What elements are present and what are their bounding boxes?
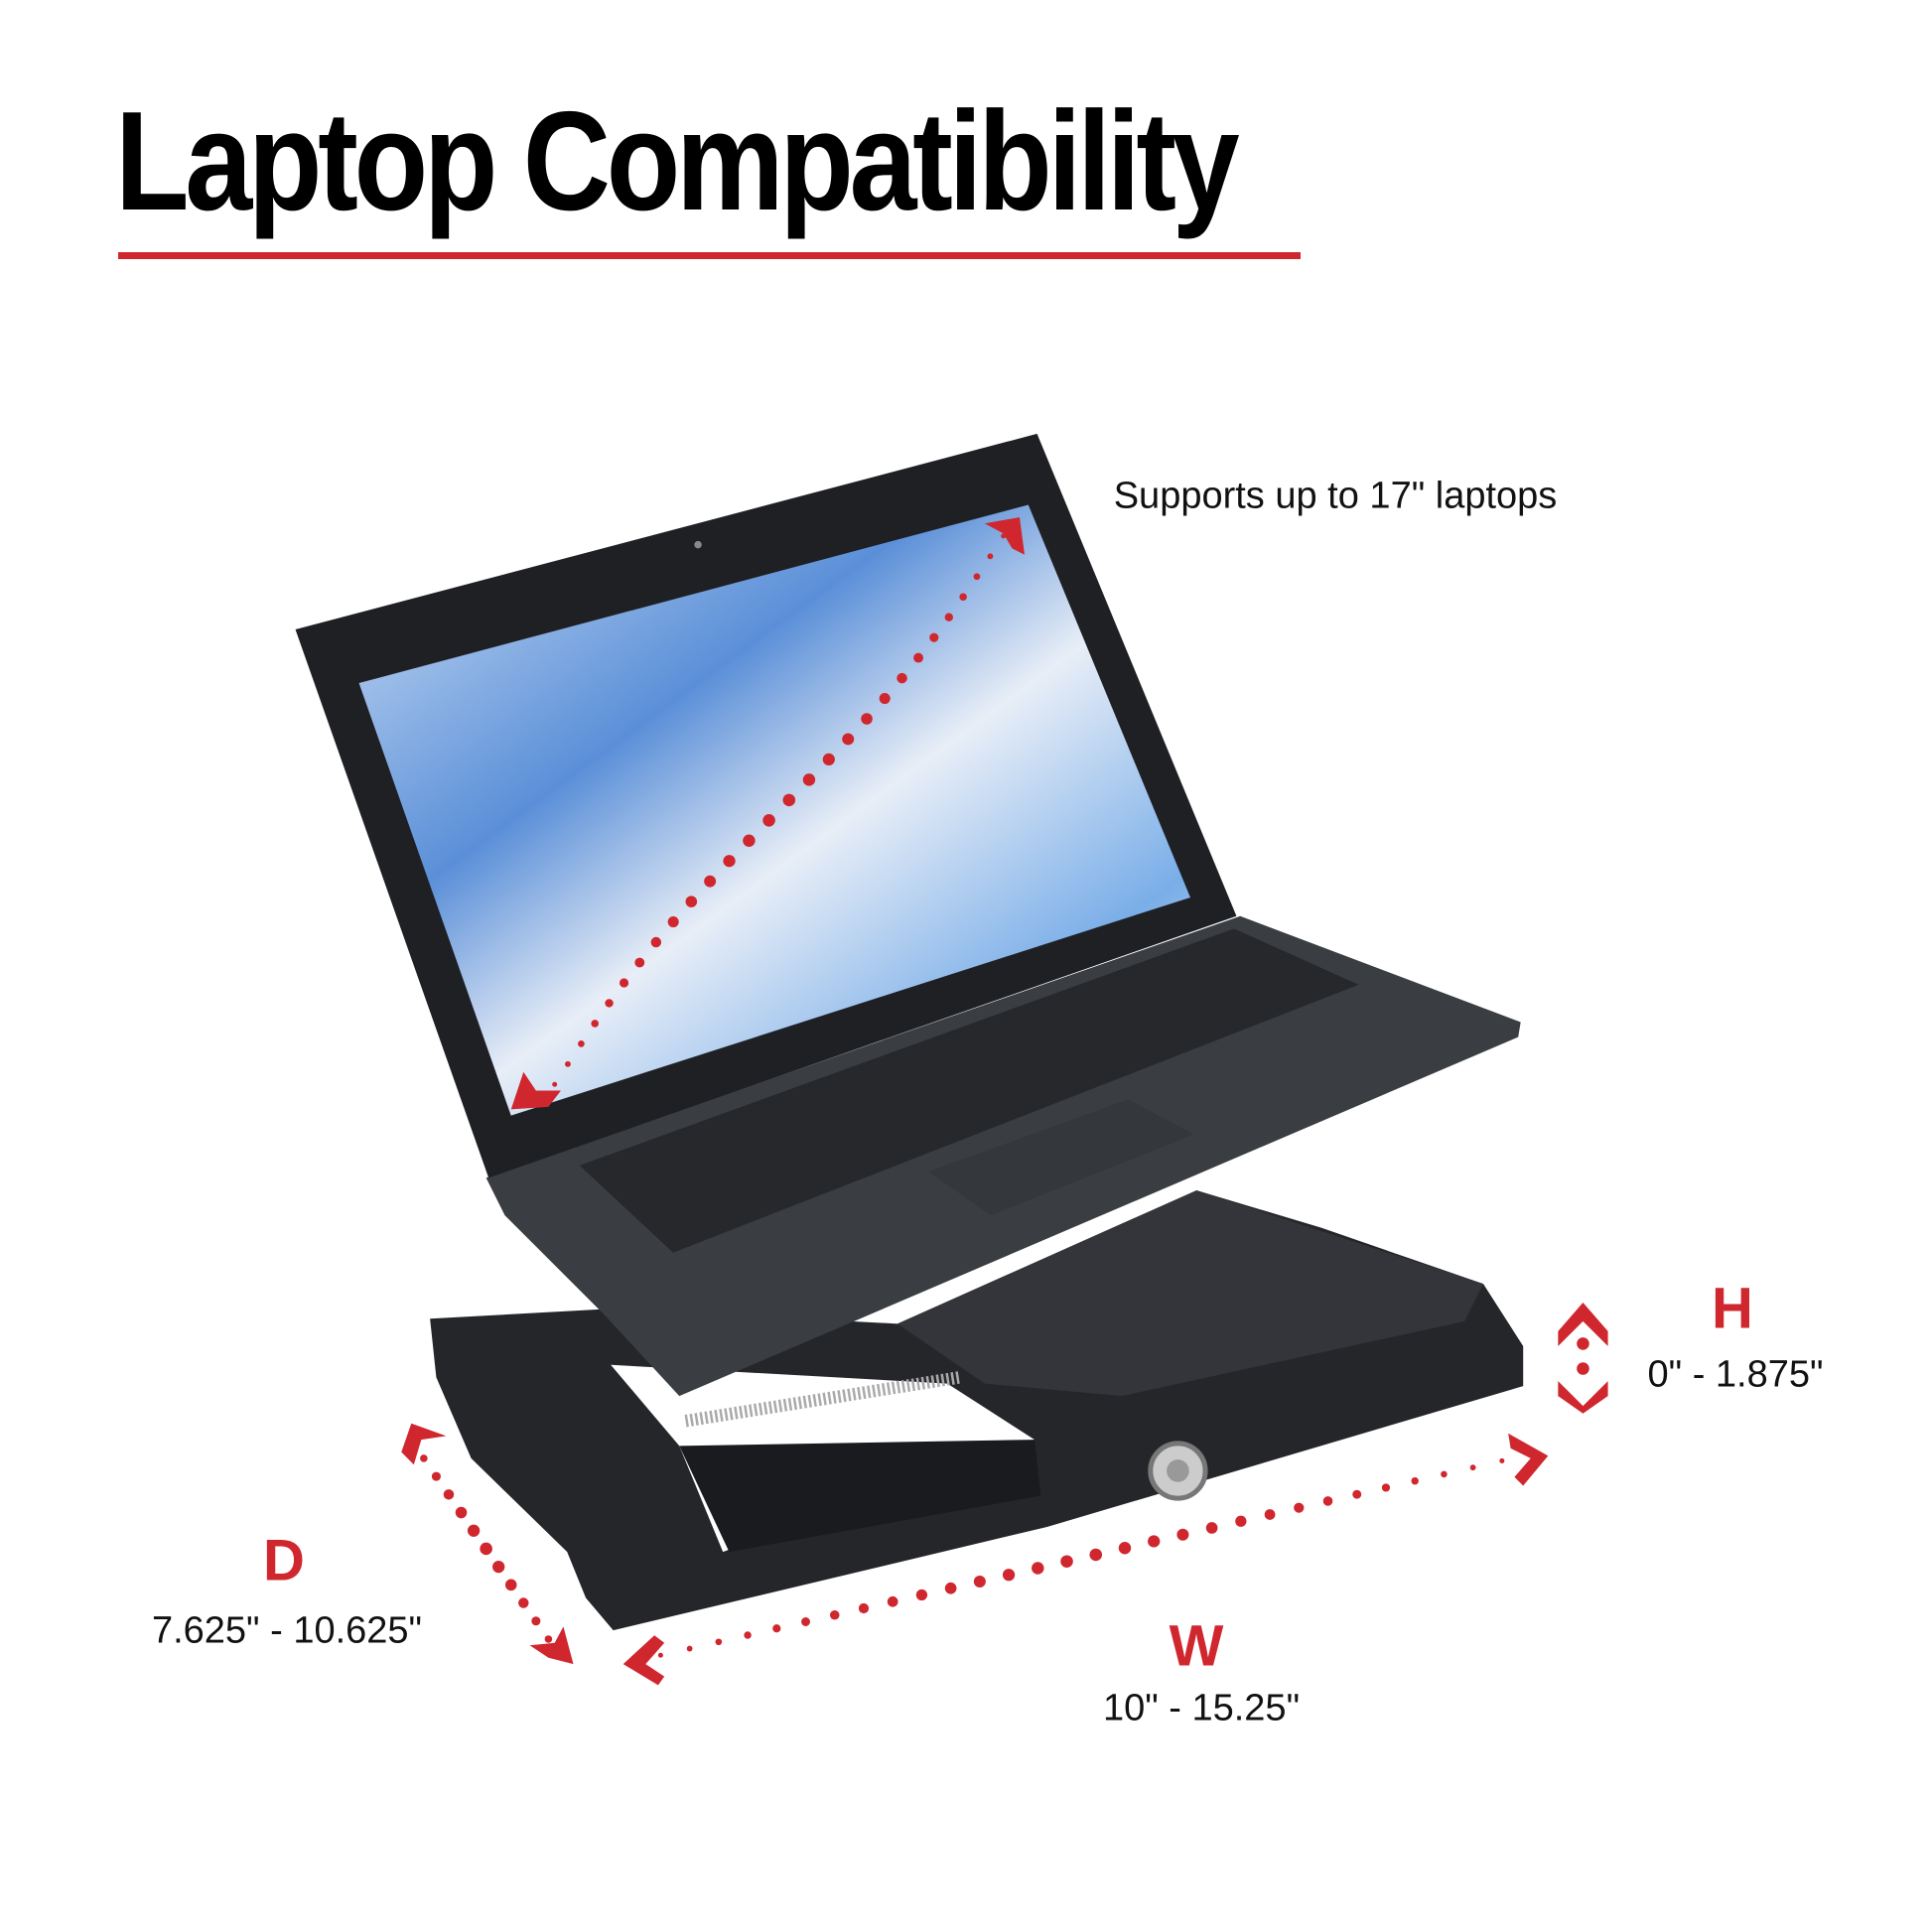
diagonal-dimension-arrow-icon [510,517,1026,1110]
dimension-dot [802,773,816,786]
title-underline [118,252,1301,259]
dimension-dot [1381,1483,1391,1492]
dimension-dot [1499,1457,1505,1463]
width-range: 10" - 15.25" [1102,1687,1301,1729]
dimension-dot [1089,1548,1103,1562]
height-dimension-arrow-icon [1558,1302,1608,1414]
dimension-dot [762,814,775,827]
dimension-dot [578,1039,585,1047]
dimension-dot [1205,1522,1218,1534]
dimension-dot [772,1624,781,1633]
dimension-dot [944,1582,957,1594]
dimension-dot [634,957,645,968]
dimension-dot [605,999,614,1008]
dimension-dot [685,896,698,907]
width-dimension-arrow-icon [622,1433,1549,1686]
dimension-dot [1032,1562,1044,1575]
height-range: 0" - 1.875" [1647,1353,1824,1396]
dimension-dot [544,1635,553,1643]
dimension-dot [1352,1489,1362,1499]
dimension-dot [1176,1528,1189,1541]
dimension-dot [744,1631,752,1639]
dimension-dot [667,916,679,928]
supports-caption: Supports up to 17" laptops [1113,475,1558,517]
dimension-dot [879,693,891,705]
dimension-dot [704,875,717,888]
dimension-dot [504,1579,517,1591]
dimension-dot [467,1524,481,1537]
dimension-dot [650,936,662,948]
depth-dimension-arrow-icon [401,1423,574,1665]
dimension-dot [1411,1476,1419,1485]
dimension-dot [552,1081,558,1087]
dimension-dot [455,1506,468,1519]
dimension-dot [591,1020,600,1028]
dimension-dot [973,1575,986,1588]
dimension-dot [897,672,907,684]
width-label: W [1169,1613,1224,1679]
dimension-dot [480,1542,492,1556]
dimension-dot [443,1489,455,1500]
dimension-dot [715,1638,723,1646]
dimension-dot [987,553,994,560]
dimension-dot [686,1645,693,1652]
laptop [295,433,1521,1397]
laptop-tray [430,1189,1524,1631]
dimension-dot [420,1454,428,1462]
dimension-dot [1441,1470,1448,1478]
dimension-dot [1294,1502,1305,1513]
dimension-dot [1235,1515,1247,1527]
dimension-dot [518,1597,529,1608]
dimension-dot [861,713,873,725]
dimension-dot [822,753,835,766]
page-title: Laptop Compatibility [115,82,1240,240]
dimension-dot [1060,1555,1073,1569]
dimension-dot [531,1616,541,1626]
dimension-dot [431,1471,441,1481]
height-label: H [1712,1276,1753,1341]
dimension-dot [743,834,756,847]
dimension-dot [1322,1496,1333,1506]
dimension-dot [723,855,736,868]
dimension-dot [1118,1541,1132,1555]
dimension-dot [915,1588,928,1601]
dimension-dot [492,1560,505,1574]
dimension-dot [1469,1464,1476,1471]
dimension-dot [913,652,923,663]
dimension-dot [929,632,939,642]
dimension-dot [973,573,981,581]
dimension-dot [657,1652,663,1658]
dimension-dot [1002,1569,1016,1582]
dimension-dot [959,593,967,602]
dimension-dot [829,1609,840,1620]
dimension-dot [1148,1535,1161,1548]
depth-label: D [263,1528,305,1593]
dimension-dot [619,978,629,988]
dimension-dot [782,793,796,807]
dimension-dot [887,1595,898,1607]
dimension-dot [944,613,953,621]
dimension-dot [801,1617,810,1626]
dimension-dot [858,1602,870,1614]
depth-range: 7.625" - 10.625" [151,1609,423,1652]
dimension-dot [842,733,855,746]
dimension-dot [565,1060,571,1067]
dimension-dot [1264,1509,1276,1520]
